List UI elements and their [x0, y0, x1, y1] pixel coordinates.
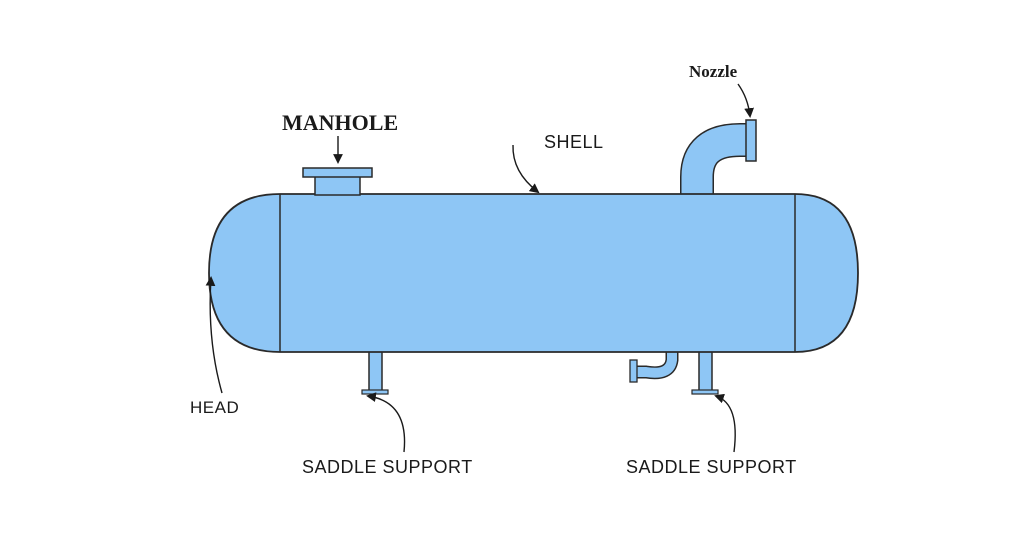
- head-arrow: [205, 276, 223, 394]
- nozzle-arrow: [737, 83, 755, 118]
- saddle-support-left-base: [361, 389, 389, 395]
- manhole-cover: [302, 167, 373, 178]
- saddle-left-arrow: [366, 392, 406, 453]
- vessel-body: [208, 193, 859, 353]
- nozzle-label: Nozzle: [689, 62, 738, 81]
- bottom-outlet-pipe: [629, 352, 679, 383]
- head-label: HEAD: [190, 398, 240, 417]
- saddle-support-left-label: SADDLE SUPPORT: [302, 457, 473, 477]
- saddle-support-right-label: SADDLE SUPPORT: [626, 457, 797, 477]
- nozzle-pipe: [680, 119, 757, 194]
- manhole-neck: [314, 175, 361, 196]
- manhole-label: MANHOLE: [282, 110, 399, 135]
- saddle-support-right-base: [691, 389, 719, 395]
- shell-label: SHELL: [544, 132, 604, 152]
- nozzle-flange: [745, 119, 757, 162]
- shell-arrow: [512, 144, 540, 194]
- saddle-right-arrow: [714, 393, 736, 453]
